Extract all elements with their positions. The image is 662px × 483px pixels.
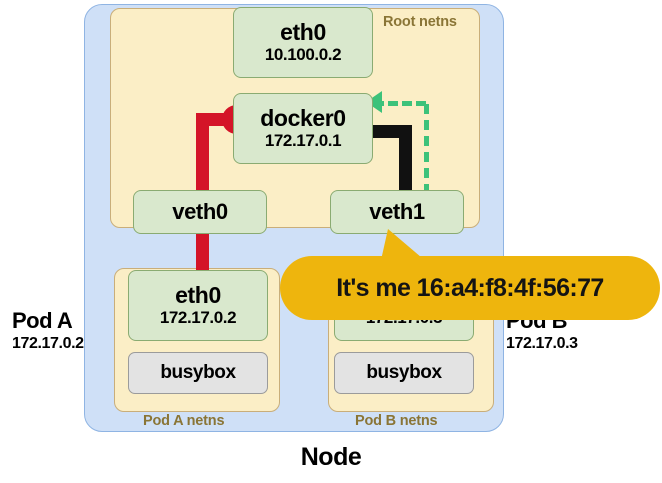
interface-name: veth0 [172, 199, 228, 225]
interface-veth0: veth0 [133, 190, 267, 234]
container-busybox-pod-a: busybox [128, 352, 268, 394]
interface-ip: 10.100.0.2 [264, 45, 342, 65]
green-dashed-vertical [424, 104, 429, 194]
pod-a-caption-ip: 172.17.0.2 [12, 335, 84, 353]
interface-veth1: veth1 [330, 190, 464, 234]
black-wire-vertical [399, 125, 412, 195]
red-wire-vertical-upper [196, 118, 209, 196]
interface-eth0-root: eth0 10.100.0.2 [233, 7, 373, 78]
red-wire-vertical-lower [196, 228, 209, 276]
interface-name: veth1 [369, 199, 425, 225]
root-netns-label: Root netns [383, 14, 457, 30]
node-caption: Node [300, 443, 362, 471]
interface-name: eth0 [280, 19, 326, 46]
interface-ip: 172.17.0.1 [264, 131, 342, 151]
callout-bubble: It's me 16:a4:f8:4f:56:77 [280, 256, 660, 320]
interface-eth0-pod-a: eth0 172.17.0.2 [128, 270, 268, 341]
callout-bubble-text: It's me 16:a4:f8:4f:56:77 [336, 273, 604, 302]
pod-a-netns-label: Pod A netns [143, 413, 225, 429]
pod-a-caption-title: Pod A [12, 308, 73, 333]
pod-a-caption: Pod A 172.17.0.2 [12, 309, 84, 353]
green-dashed-horizontal [374, 101, 426, 106]
interface-ip: 172.17.0.2 [159, 308, 237, 328]
interface-name: eth0 [175, 282, 221, 309]
pod-b-netns-label: Pod B netns [355, 413, 438, 429]
interface-docker0: docker0 172.17.0.1 [233, 93, 373, 164]
interface-name: docker0 [260, 105, 346, 132]
container-busybox-pod-b: busybox [334, 352, 474, 394]
pod-b-caption-ip: 172.17.0.3 [506, 335, 578, 353]
